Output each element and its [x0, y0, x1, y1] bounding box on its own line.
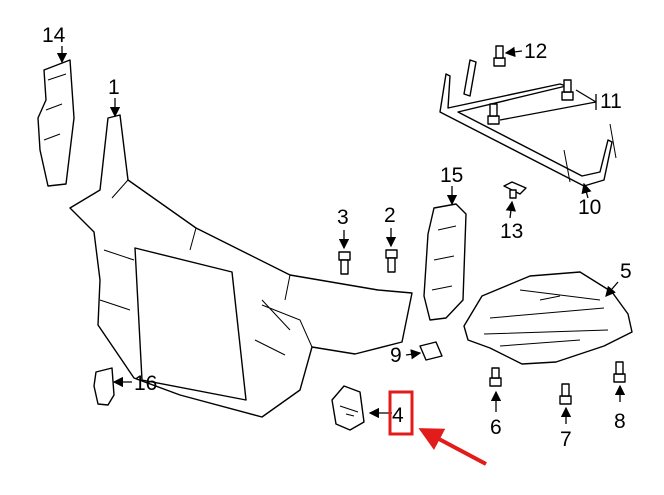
- part-3-bolt: [338, 251, 351, 275]
- callout-14: 14: [42, 24, 66, 47]
- callout-2: 2: [384, 204, 396, 227]
- part-10-frame: [439, 59, 617, 187]
- highlight-box: [388, 390, 414, 436]
- callout-13: 13: [500, 220, 523, 243]
- part-9-clip: [419, 341, 443, 361]
- part-13-bolt: [503, 181, 527, 199]
- part-1-radiator-support: [69, 114, 413, 418]
- part-15-side-panel: [423, 203, 467, 321]
- callout-15: 15: [440, 164, 463, 187]
- part-16-clip: [93, 367, 115, 406]
- part-2-bolt: [385, 249, 398, 273]
- callout-16: 16: [134, 372, 157, 395]
- part-5-splash-shield: [463, 271, 633, 365]
- part-14-side-bracket: [37, 59, 75, 187]
- callout-7: 7: [560, 428, 572, 451]
- callout-6: 6: [490, 416, 502, 439]
- callout-10: 10: [578, 196, 601, 219]
- callout-labels: 14 1 3 2 15 12 11 10 13 5 9 6 7 8 16 4: [42, 24, 632, 451]
- callout-4: 4: [392, 404, 404, 427]
- highlight-arrow: [418, 428, 487, 466]
- callout-5: 5: [620, 260, 632, 283]
- leader-lines: [56, 46, 626, 424]
- callout-1: 1: [108, 76, 120, 99]
- callout-11: 11: [600, 90, 622, 113]
- part-11-bolts: [487, 79, 574, 125]
- callout-12: 12: [524, 40, 547, 63]
- part-6-bolt: [489, 367, 502, 387]
- part-7-bolt: [559, 383, 572, 405]
- callout-9: 9: [390, 344, 402, 367]
- part-4-bracket: [331, 385, 365, 431]
- part-12-bolt: [493, 45, 506, 67]
- callout-3: 3: [337, 206, 349, 229]
- callout-8: 8: [614, 410, 626, 433]
- highlight-callout-4: [388, 390, 487, 466]
- part-8-bolt: [613, 361, 626, 383]
